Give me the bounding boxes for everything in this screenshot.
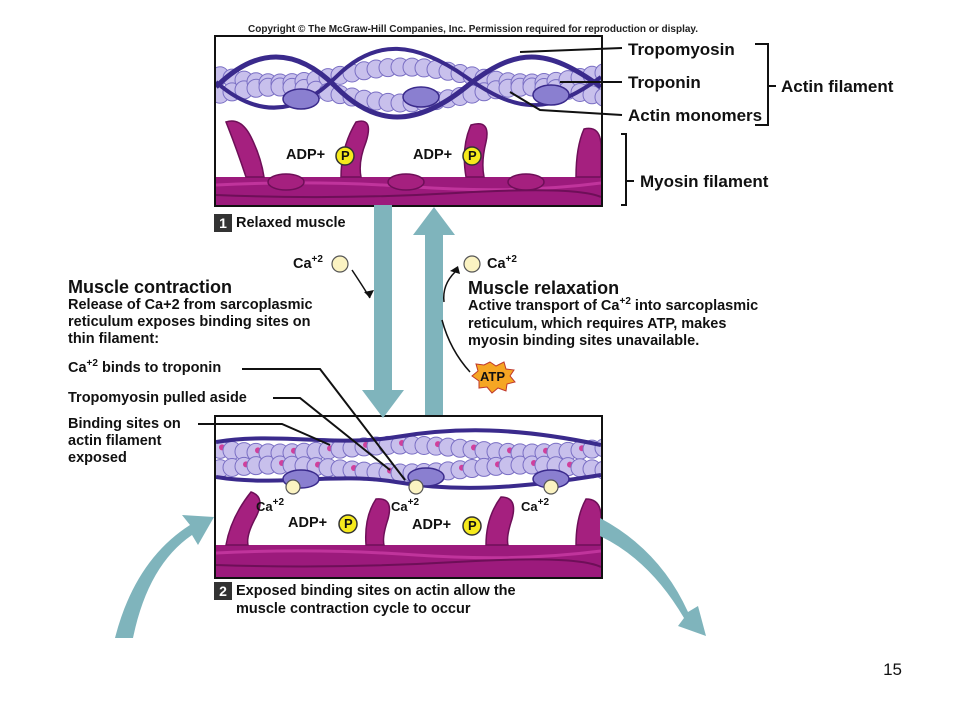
ca-binds-troponin-label: Ca+2 binds to troponin xyxy=(68,358,222,376)
step-1-badge: 1 xyxy=(214,214,232,232)
myosin-filament-bracket xyxy=(621,133,627,206)
troponin xyxy=(532,84,570,106)
calcium-ion xyxy=(463,255,481,273)
troponin xyxy=(402,86,440,108)
phosphate-icon xyxy=(338,514,358,534)
contraction-title: Muscle contraction xyxy=(68,277,233,297)
exposed-sites-panel: Ca+2 Ca+2 Ca+2 ADP+ P ADP+ P xyxy=(214,415,603,579)
troponin xyxy=(282,88,320,110)
tropomyosin-strand xyxy=(216,54,601,120)
myosin-filament-label: Myosin filament xyxy=(640,172,769,191)
relaxation-title: Muscle relaxation xyxy=(468,278,620,298)
curved-arrow-in xyxy=(115,515,214,638)
adp-p-label-2: ADP+ xyxy=(413,147,453,163)
tropomyosin-pulled-label: Tropomyosin pulled aside xyxy=(68,390,247,406)
adp-p-label-1: ADP+ xyxy=(286,147,326,163)
myosin-head xyxy=(225,120,265,178)
relaxation-description: Active transport of Ca+2 into sarcoplasm… xyxy=(468,296,759,349)
up-arrow xyxy=(413,207,455,415)
ca-uptake-label: Ca+2 xyxy=(487,254,517,272)
calcium-ion xyxy=(285,479,301,495)
phosphate-label: P xyxy=(344,516,353,531)
actin-filament-bracket xyxy=(755,43,769,126)
adp-p-label-4: ADP+ xyxy=(412,517,452,533)
atp-burst xyxy=(471,361,516,394)
step-2-badge: 2 xyxy=(214,582,232,601)
copyright-notice: Copyright © The McGraw-Hill Companies, I… xyxy=(248,24,699,35)
ca-label: Ca+2 xyxy=(521,497,550,514)
ca-label: Ca+2 xyxy=(391,497,420,514)
tropomyosin-label: Tropomyosin xyxy=(628,40,735,59)
phosphate-icon xyxy=(462,146,482,166)
phosphate-label: P xyxy=(468,518,477,533)
calcium-ion xyxy=(543,479,559,495)
binding-sites-exposed-label: Binding sites on actin filament exposed xyxy=(68,416,181,466)
adp-p-label-3: ADP+ xyxy=(288,515,328,531)
actin-monomer xyxy=(594,88,601,107)
down-arrow xyxy=(362,205,404,418)
ca-release-label: Ca+2 xyxy=(293,254,323,272)
phosphate-icon xyxy=(335,146,355,166)
calcium-ion xyxy=(408,479,424,495)
curved-arrow-out xyxy=(600,518,706,636)
troponin-label: Troponin xyxy=(628,73,701,92)
actin-filament-label: Actin filament xyxy=(781,77,894,96)
phosphate-icon xyxy=(462,516,482,536)
slide-number: 15 xyxy=(883,660,902,679)
atp-label: ATP xyxy=(480,369,506,384)
phosphate-label: P xyxy=(468,148,477,163)
myosin-head xyxy=(575,127,601,178)
ca-label: Ca+2 xyxy=(256,497,285,514)
calcium-ion xyxy=(331,255,349,273)
contraction-illustration xyxy=(216,428,601,577)
phosphate-label: P xyxy=(341,148,350,163)
actin-monomers-label: Actin monomers xyxy=(628,106,763,125)
contraction-description: Release of Ca+2 from sarcoplasmic reticu… xyxy=(68,297,313,347)
